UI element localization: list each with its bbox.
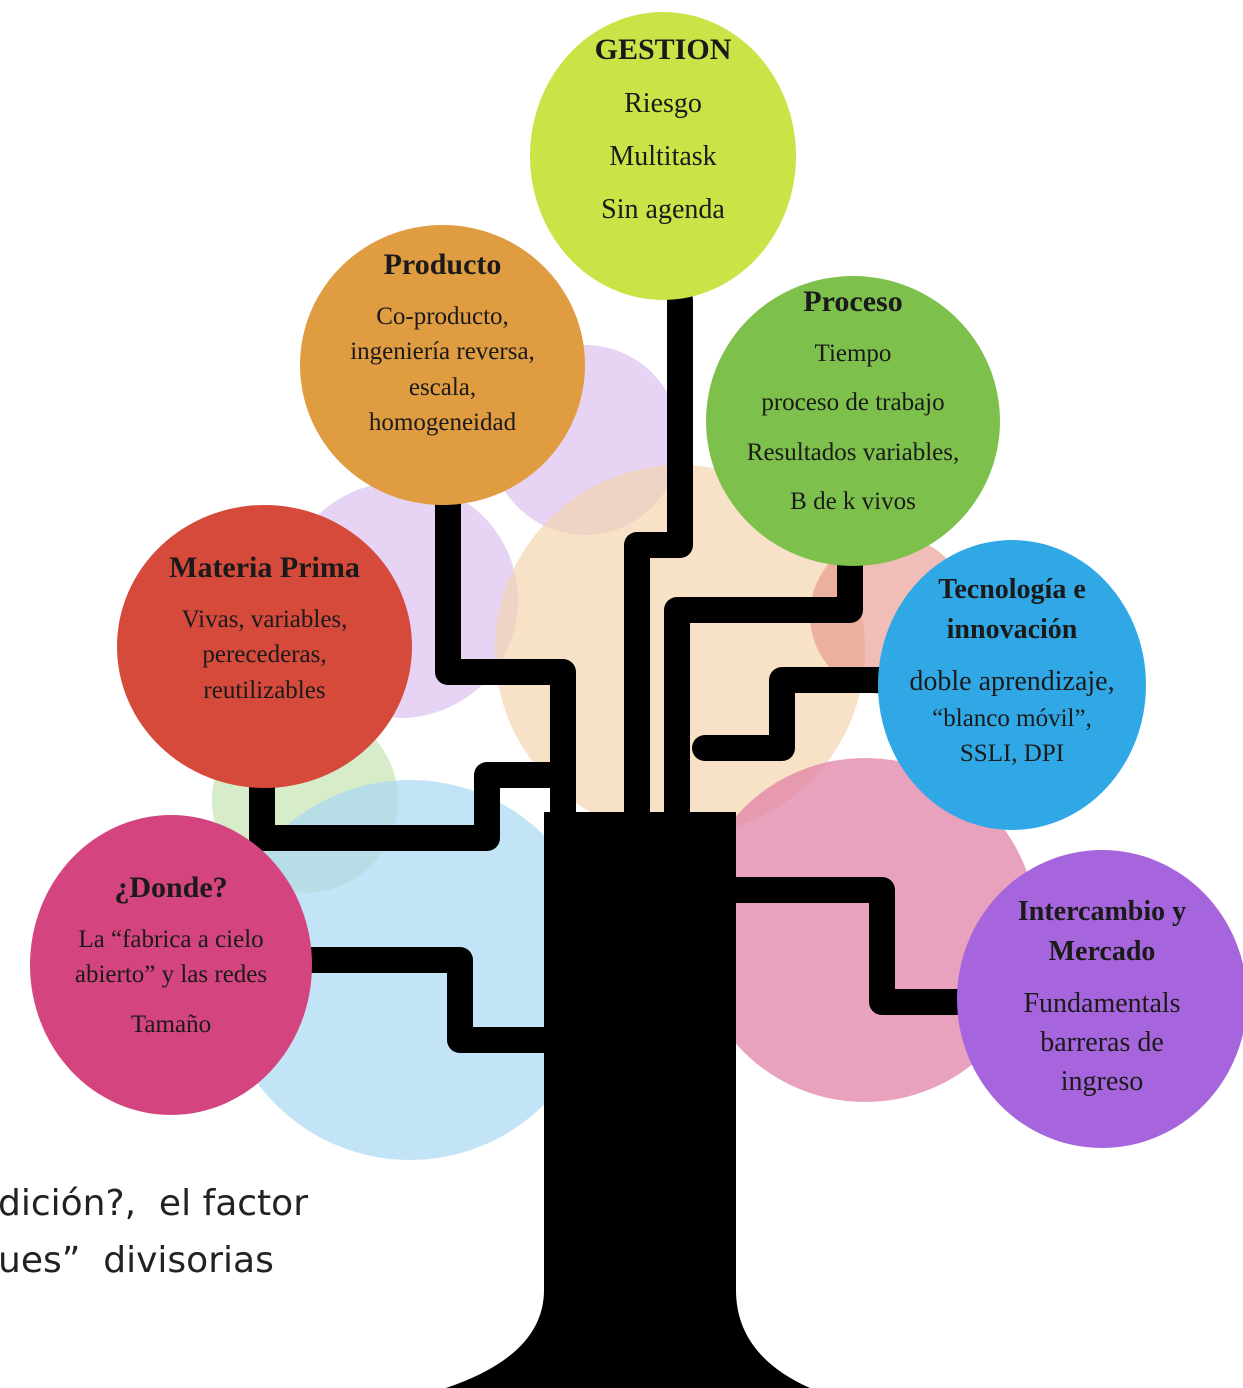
- node-materia-prima: Materia Prima Vivas, variables, perecede…: [117, 505, 412, 788]
- node-producto: Producto Co-producto, ingeniería reversa…: [300, 225, 585, 505]
- node-gestion-line-1: Riesgo: [624, 88, 702, 119]
- node-gestion-line-2: Multitask: [609, 141, 717, 172]
- node-tecnologia: Tecnología e innovación doble aprendizaj…: [878, 540, 1146, 830]
- node-tecnologia-line-1: doble aprendizaje,: [909, 666, 1115, 698]
- node-producto-line-3: escala,: [408, 373, 477, 401]
- node-gestion: GESTION Riesgo Multitask Sin agenda: [530, 12, 796, 300]
- branches: [249, 287, 973, 1053]
- node-donde-line-3: Tamaño: [130, 1010, 212, 1038]
- node-intercambio-line-1: Fundamentals: [1023, 988, 1181, 1020]
- node-producto-line-1: Co-producto,: [376, 303, 509, 330]
- node-tecnologia-title-2: innovación: [946, 613, 1078, 645]
- node-donde-line-2: abierto” y las redes: [74, 961, 268, 989]
- node-materia-prima-line-1: Vivas, variables,: [181, 606, 348, 633]
- node-producto-line-2: ingeniería reversa,: [350, 338, 535, 366]
- node-tecnologia-line-2: “blanco móvil”,: [932, 705, 1092, 733]
- node-proceso-line-1: Tiempo: [814, 340, 892, 367]
- bg-circle-pink: [693, 758, 1037, 1102]
- node-tecnologia-title-1: Tecnología e: [938, 574, 1086, 605]
- node-donde-title: ¿Donde?: [114, 871, 228, 904]
- node-proceso-line-4: B de k vivos: [790, 487, 916, 515]
- node-materia-prima-title: Materia Prima: [169, 551, 360, 584]
- node-gestion-line-3: Sin agenda: [601, 194, 725, 225]
- node-proceso: Proceso Tiempo proceso de trabajo Result…: [706, 276, 1000, 566]
- branch-intercambio: [712, 877, 973, 1015]
- node-materia-prima-line-2: perecederas,: [202, 641, 327, 669]
- node-intercambio-line-2: barreras de: [1040, 1027, 1164, 1059]
- node-proceso-title: Proceso: [803, 285, 903, 318]
- node-donde: ¿Donde? La “fabrica a cielo abierto” y l…: [30, 815, 312, 1115]
- node-producto-line-4: homogeneidad: [368, 408, 517, 436]
- branch-proceso: [664, 552, 863, 838]
- bottom-text-line-2: ues” divisorias: [0, 1240, 274, 1281]
- tree-trunk: [446, 812, 810, 1388]
- node-intercambio-title-1: Intercambio y: [1017, 896, 1187, 927]
- bottom-text-line-1: dición?, el factor: [0, 1183, 308, 1224]
- node-producto-title: Producto: [383, 248, 502, 281]
- node-donde-line-1: La “fabrica a cielo: [78, 926, 264, 953]
- node-proceso-line-3: Resultados variables,: [746, 438, 960, 466]
- node-proceso-line-2: proceso de trabajo: [761, 389, 945, 417]
- node-intercambio-title-2: Mercado: [1048, 935, 1156, 967]
- node-intercambio: Intercambio y Mercado Fundamentals barre…: [957, 850, 1243, 1148]
- node-tecnologia-line-3: SSLI, DPI: [959, 740, 1065, 768]
- node-materia-prima-line-3: reutilizables: [203, 676, 326, 704]
- branch-gestion: [624, 287, 693, 838]
- branch-donde: [292, 947, 573, 1053]
- node-intercambio-line-3: ingreso: [1060, 1066, 1144, 1098]
- branch-materia: [249, 762, 573, 851]
- branch-producto: [435, 487, 576, 838]
- branch-tecnologia: [692, 667, 893, 761]
- node-gestion-title: GESTION: [594, 33, 732, 66]
